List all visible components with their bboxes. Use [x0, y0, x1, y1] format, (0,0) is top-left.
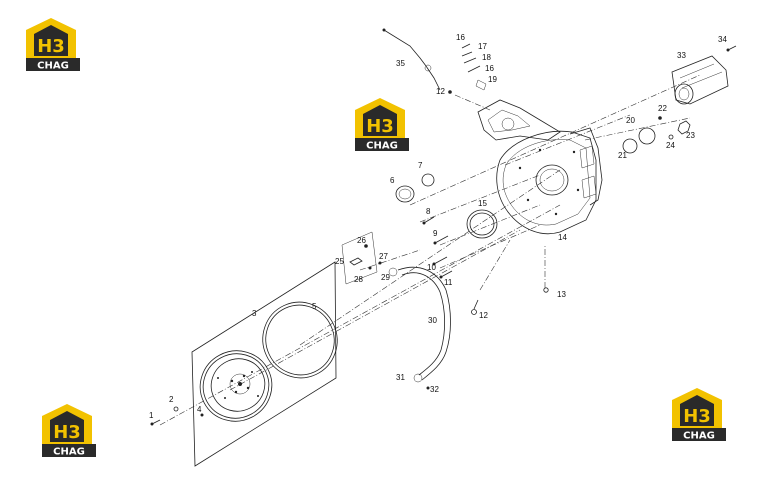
callout-30: 30	[428, 316, 437, 325]
callout-5: 5	[312, 302, 317, 311]
watermark-logo-top-left: H3 CHAG	[26, 18, 80, 72]
callout-25: 25	[335, 257, 344, 266]
callout-21: 21	[618, 151, 627, 160]
logo-brand: CHAG	[37, 61, 69, 72]
cover-plug	[395, 173, 435, 203]
callout-29: 29	[381, 273, 390, 282]
housing-bolts	[422, 216, 453, 279]
callout-9: 9	[433, 229, 438, 238]
callout-8: 8	[426, 207, 431, 216]
logo-mark: H3	[683, 406, 711, 427]
flywheel	[199, 350, 273, 422]
callout-20: 20	[626, 116, 635, 125]
callout-31: 31	[396, 373, 405, 382]
logo-brand: CHAG	[683, 431, 715, 442]
callout-17: 17	[478, 42, 487, 51]
callout-32: 32	[430, 385, 439, 394]
flywheel-bolts	[150, 406, 204, 426]
ring-gear	[262, 301, 338, 379]
oil-pipe	[388, 266, 451, 390]
callout-35: 35	[396, 59, 405, 68]
watermark-logo-bottom-right: H3 CHAG	[672, 388, 726, 442]
top-bolts-and-cable	[382, 28, 487, 94]
callout-7: 7	[418, 161, 423, 170]
callout-11: 11	[444, 278, 453, 287]
callout-24: 24	[666, 141, 675, 150]
callout-14: 14	[558, 233, 567, 242]
callout-28: 28	[354, 275, 363, 284]
callout-1: 1	[149, 411, 154, 420]
callout-12-bottom: 12	[479, 311, 488, 320]
callout-18: 18	[482, 53, 491, 62]
logo-brand: CHAG	[53, 447, 85, 458]
starter-mount-parts	[622, 116, 691, 154]
sensor-bracket	[341, 231, 382, 285]
logo-mark: H3	[53, 422, 81, 443]
callout-33: 33	[677, 51, 686, 60]
callout-27: 27	[379, 252, 388, 261]
callout-19: 19	[488, 75, 497, 84]
callout-23: 23	[686, 131, 695, 140]
callout-34: 34	[718, 35, 727, 44]
callout-16-top: 16	[456, 33, 465, 42]
starter-motor	[671, 45, 737, 105]
callout-13: 13	[557, 290, 566, 299]
callout-3: 3	[252, 309, 257, 318]
logo-mark: H3	[366, 116, 394, 137]
callout-6: 6	[390, 176, 395, 185]
logo-mark: H3	[37, 36, 65, 57]
callout-15: 15	[478, 199, 487, 208]
callout-26: 26	[357, 236, 366, 245]
assembly-centerlines	[159, 74, 701, 426]
oil-seal	[466, 209, 498, 239]
callout-12-top: 12	[436, 87, 445, 96]
callout-2: 2	[169, 395, 174, 404]
watermark-logo-bottom-left: H3 CHAG	[42, 404, 96, 458]
logo-brand: CHAG	[366, 141, 398, 152]
watermark-logo-center: H3 CHAG	[355, 98, 409, 152]
callout-22: 22	[658, 104, 667, 113]
flywheel-panel	[191, 261, 337, 467]
callout-4: 4	[197, 405, 202, 414]
callout-16-bottom: 16	[485, 64, 494, 73]
flywheel-housing	[477, 99, 603, 235]
callout-10: 10	[427, 263, 436, 272]
callout-labels: 1 2 3 4 5 6 7 8 9 10 11 12 12 13 14 15 1…	[149, 33, 727, 420]
lower-bolts	[471, 287, 549, 315]
